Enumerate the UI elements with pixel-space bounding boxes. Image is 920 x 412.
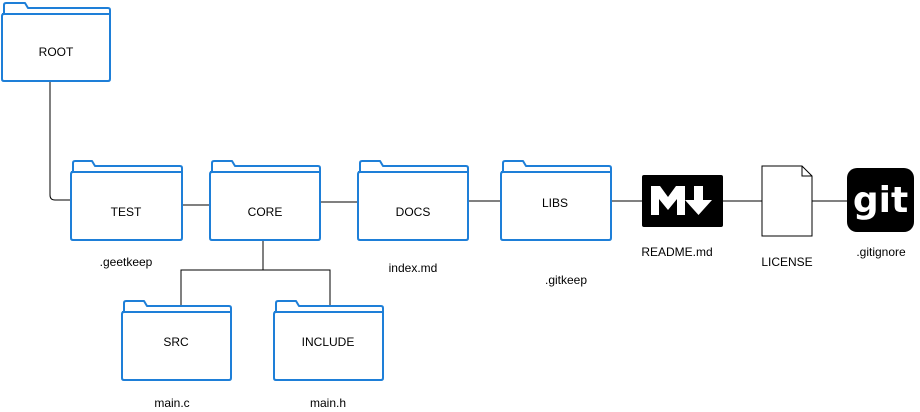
folder-icon xyxy=(357,160,469,241)
document-fold xyxy=(801,166,812,177)
folder-root[interactable]: ROOT xyxy=(1,2,111,82)
edge-core-include xyxy=(263,269,331,310)
folder-icon xyxy=(121,300,232,381)
file-label-main-c: main.c xyxy=(154,396,189,410)
folder-icon xyxy=(273,300,384,381)
git-icon xyxy=(847,168,914,232)
file-label-geetkeep: .geetkeep xyxy=(100,255,153,269)
readme-file[interactable] xyxy=(642,175,723,227)
folder-include[interactable]: INCLUDE xyxy=(273,300,384,381)
folder-label-core: CORE xyxy=(248,205,283,219)
folder-docs[interactable]: DOCS xyxy=(357,160,469,241)
edge-core-src xyxy=(180,240,264,310)
gitignore-file[interactable]: git xyxy=(847,168,914,232)
edges xyxy=(49,82,847,310)
git-logo-text: git xyxy=(853,180,908,221)
file-label-main-h: main.h xyxy=(310,396,346,410)
license-file[interactable] xyxy=(761,165,813,237)
file-label-readme: README.md xyxy=(641,245,712,259)
folder-icon xyxy=(1,2,111,82)
folder-core[interactable]: CORE xyxy=(209,160,321,241)
folder-libs[interactable]: LIBS xyxy=(500,160,612,241)
folder-label-test: TEST xyxy=(111,205,142,219)
folder-icon xyxy=(209,160,321,241)
folder-label-src: SRC xyxy=(163,335,189,349)
file-label-gitkeep: .gitkeep xyxy=(545,273,587,287)
folder-src[interactable]: SRC xyxy=(121,300,232,381)
file-label-license: LICENSE xyxy=(761,255,812,269)
document-icon xyxy=(761,165,813,237)
file-label-gitignore: .gitignore xyxy=(856,245,906,259)
markdown-arrow-glyph xyxy=(685,186,712,215)
file-label-index-md: index.md xyxy=(389,261,438,275)
folder-label-docs: DOCS xyxy=(396,205,431,219)
folder-label-root: ROOT xyxy=(39,45,74,59)
edge-root-test xyxy=(49,82,71,201)
folder-icon xyxy=(70,160,183,241)
folder-icon xyxy=(500,160,612,241)
folder-label-include: INCLUDE xyxy=(302,335,355,349)
folder-label-libs: LIBS xyxy=(542,196,568,210)
folder-test[interactable]: TEST xyxy=(70,160,183,241)
markdown-m-glyph xyxy=(651,186,685,215)
